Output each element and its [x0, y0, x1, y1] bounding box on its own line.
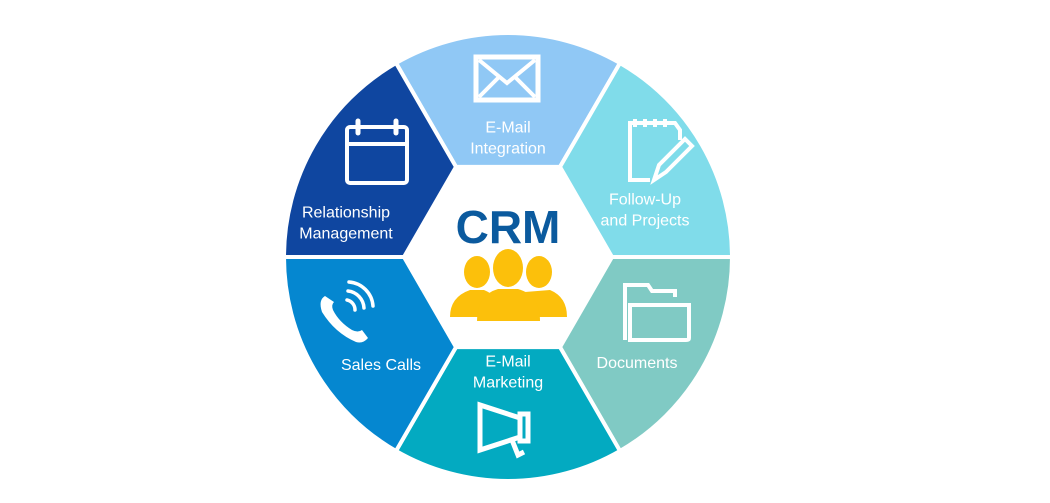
segment-label-documents: Documents: [597, 355, 678, 372]
calendar-icon: [345, 118, 409, 185]
envelope-icon: [473, 54, 541, 103]
segment-relationship-management: [282, 61, 458, 259]
segment-label-sales-calls: Sales Calls: [341, 357, 421, 374]
crm-title: CRM: [456, 201, 561, 253]
folder-icon: [623, 283, 691, 342]
phone-icon: [320, 280, 375, 343]
segment-follow-up: [558, 61, 734, 259]
people-group-icon: [450, 249, 567, 321]
megaphone-icon: [477, 401, 531, 459]
notepad-pencil-icon: [628, 119, 695, 185]
